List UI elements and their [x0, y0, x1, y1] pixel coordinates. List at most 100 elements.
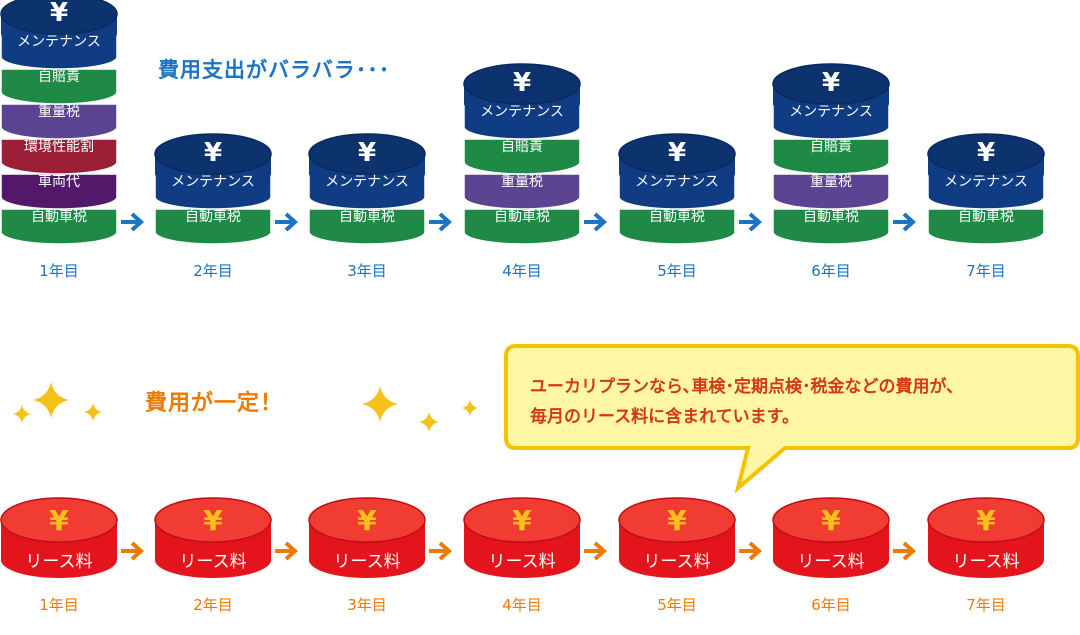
- arrow-head: [438, 541, 453, 561]
- coin-label: リース料: [952, 552, 1019, 572]
- coin-face: [154, 497, 272, 543]
- yen-icon: ¥: [668, 138, 686, 168]
- year-label: 5年目: [657, 262, 697, 280]
- stack-lid: [0, 0, 118, 35]
- arrow-head: [284, 212, 299, 232]
- arrow-right-icon: [584, 541, 608, 561]
- stack-layer: [772, 138, 890, 175]
- sparkle-icon: [362, 386, 398, 422]
- bottom-coin-6: ¥ リース料 6年目: [772, 497, 890, 614]
- yen-icon: ¥: [822, 68, 840, 98]
- layer-label: 自賠責: [38, 69, 80, 85]
- layer-label: 自動車税: [31, 208, 87, 225]
- year-label: 7年目: [966, 262, 1006, 280]
- year-label: 3年目: [347, 596, 387, 614]
- layer-label: 自動車税: [649, 208, 705, 225]
- sparkle-icon: [84, 403, 102, 421]
- yen-icon: ¥: [667, 504, 687, 537]
- callout-line-2: 毎月のリース料に含まれています。: [530, 407, 799, 427]
- yen-icon: ¥: [357, 504, 377, 537]
- coin-face: [308, 497, 426, 543]
- yen-icon: ¥: [50, 0, 68, 28]
- bottom-coin-5: ¥ リース料 5年目: [618, 497, 736, 614]
- stack-lid: [618, 133, 736, 175]
- coin-face: [0, 497, 118, 543]
- layer-label: 自動車税: [185, 208, 241, 225]
- layer-label: 重量税: [501, 174, 543, 190]
- yen-icon: ¥: [976, 504, 996, 537]
- arrow-head: [593, 541, 608, 561]
- coin-face: [927, 497, 1045, 543]
- stack-layer: [618, 208, 736, 245]
- stack-lid: [308, 133, 426, 175]
- bottom-coin-7: ¥ リース料 7年目: [927, 497, 1045, 614]
- arrow-right-icon: [893, 541, 917, 561]
- yen-icon: ¥: [977, 138, 995, 168]
- callout-line-1: ユーカリプランなら､車検･定期点検･税金などの費用が､: [530, 377, 955, 397]
- layer-label: メンテナンス: [171, 174, 255, 190]
- stack-layer: [463, 173, 581, 210]
- arrow-head: [748, 212, 763, 232]
- yen-icon: ¥: [513, 68, 531, 98]
- layer-label: 自動車税: [339, 208, 395, 225]
- coin-label: リース料: [179, 552, 246, 572]
- sparkle-icon: [419, 412, 439, 432]
- layer-label: 環境性能割: [24, 138, 94, 155]
- year-label: 7年目: [966, 596, 1006, 614]
- stack-lid: [772, 63, 890, 105]
- coin-face: [772, 497, 890, 543]
- coin-label: リース料: [643, 552, 710, 572]
- layer-label: 自賠責: [810, 139, 852, 155]
- yen-icon: ¥: [512, 504, 532, 537]
- arrow-right-icon: [121, 212, 145, 232]
- year-label: 5年目: [657, 596, 697, 614]
- stack-layer: [463, 138, 581, 175]
- arrow-head: [748, 541, 763, 561]
- coin-face: [618, 497, 736, 543]
- coin-label: リース料: [333, 552, 400, 572]
- year-label: 4年目: [502, 262, 542, 280]
- yen-icon: ¥: [203, 504, 223, 537]
- arrow-right-icon: [739, 212, 763, 232]
- coin-label: リース料: [797, 552, 864, 572]
- layer-label: メンテナンス: [789, 104, 873, 120]
- arrow-head: [593, 212, 608, 232]
- layer-label: メンテナンス: [635, 174, 719, 190]
- stack-lid: [463, 63, 581, 105]
- arrow-head: [284, 541, 299, 561]
- layer-label: 自賠責: [501, 139, 543, 155]
- year-label: 3年目: [347, 262, 387, 280]
- stack-lid: [927, 133, 1045, 175]
- stack-layer: [463, 208, 581, 245]
- arrow-right-icon: [739, 541, 763, 561]
- stack-layer: [927, 208, 1045, 245]
- stack-layer: [0, 173, 118, 210]
- sparkle-icon: [13, 405, 31, 423]
- arrow-head: [130, 541, 145, 561]
- coin-label: リース料: [488, 552, 555, 572]
- arrow-right-icon: [429, 212, 453, 232]
- top-stack-5: 自動車税 ¥ メンテナンス 5年目: [618, 133, 736, 280]
- yen-icon: ¥: [821, 504, 841, 537]
- stack-layer: [0, 138, 118, 175]
- layer-label: メンテナンス: [17, 34, 101, 50]
- stack-layer: [0, 68, 118, 105]
- arrow-head: [902, 541, 917, 561]
- arrow-right-icon: [275, 541, 299, 561]
- stack-layer: [772, 173, 890, 210]
- coin-label: リース料: [25, 552, 92, 572]
- stack-layer: [0, 103, 118, 140]
- yen-icon: ¥: [358, 138, 376, 168]
- stack-layer: [772, 208, 890, 245]
- year-label: 6年目: [811, 596, 851, 614]
- arrow-right-icon: [275, 212, 299, 232]
- arrow-right-icon: [429, 541, 453, 561]
